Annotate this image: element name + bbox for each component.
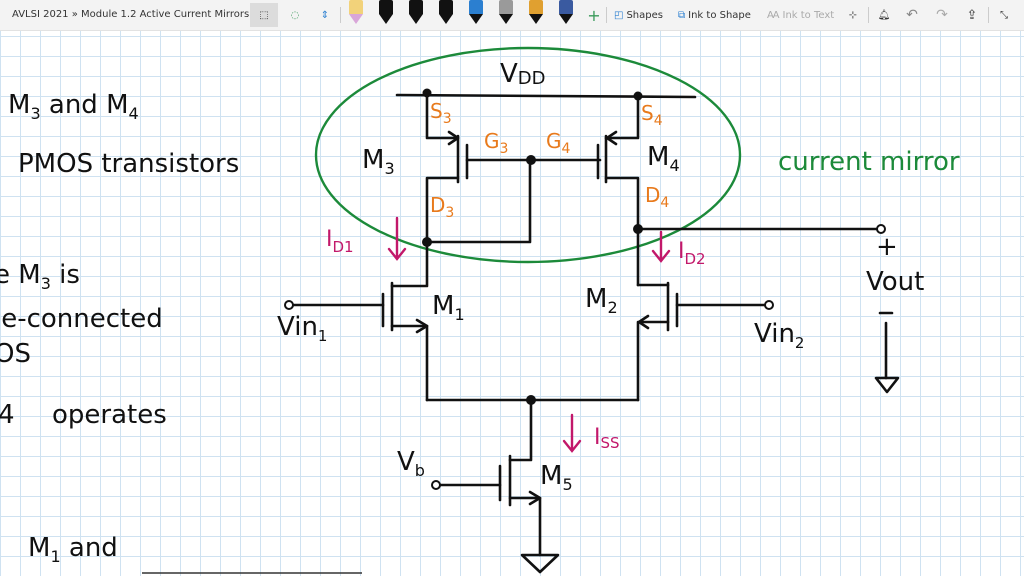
vin1-label: Vin1 — [277, 312, 327, 345]
shapes-button[interactable]: ◰Shapes — [614, 9, 663, 21]
vin2-label: Vin2 — [754, 319, 804, 352]
d4-label: D4 — [645, 183, 669, 211]
iss-label: ISS — [594, 425, 620, 452]
redo-icon: ↷ — [936, 7, 948, 23]
redo-button[interactable]: ↷ — [933, 3, 951, 27]
share-icon: ⇪ — [966, 7, 978, 23]
ink-drawing: M3 and M4 PMOS transistors e M3 is le-co… — [0, 46, 960, 574]
s3-label: S3 — [430, 99, 452, 127]
add-pen-button[interactable]: + — [587, 5, 601, 25]
vdd-label: VDD — [500, 59, 546, 89]
lasso-add-icon: ◌ — [290, 9, 300, 21]
current-mirror-ellipse — [314, 46, 742, 264]
ruler-button[interactable]: ⊹ — [844, 3, 862, 27]
note-line-7: M1 and — [28, 533, 118, 566]
vout-label: Vout — [866, 267, 924, 297]
id1-label: ID1 — [326, 227, 354, 256]
pen-tool-3[interactable] — [409, 0, 423, 26]
lasso-select-button[interactable]: ⬚ — [250, 3, 278, 27]
pen-icon — [469, 0, 483, 14]
ink-to-shape-icon: ⧉ — [678, 9, 686, 21]
pen-icon — [559, 0, 573, 14]
undo-button[interactable]: ↶ — [903, 3, 921, 27]
m1-label: M1 — [432, 291, 465, 324]
current-arrows — [387, 216, 671, 453]
toolbar: AVLSI 2021 » Module 1.2 Active Current M… — [0, 0, 1024, 31]
pen-tool-5[interactable] — [469, 0, 483, 26]
g4-label: G4 — [546, 129, 571, 157]
pen-tool-7[interactable] — [529, 0, 543, 26]
ruler-icon: ⊹ — [848, 9, 858, 21]
share-button[interactable]: ⇪ — [963, 3, 981, 27]
pen-tool-1[interactable] — [349, 0, 363, 26]
g3-label: G3 — [484, 129, 508, 157]
m2-label: M2 — [585, 284, 618, 317]
pen-tool-4[interactable] — [439, 0, 453, 26]
insert-space-button[interactable]: ⇕ — [314, 3, 336, 27]
note-line-2: PMOS transistors — [18, 149, 239, 179]
note-line-3: e M3 is — [0, 260, 80, 293]
note-line-5: OS — [0, 339, 31, 369]
note-line-4: le-connected — [0, 304, 163, 334]
vout-plus: + — [876, 232, 898, 262]
pen-tool-6[interactable] — [499, 0, 513, 26]
ink-to-shape-button[interactable]: ⧉Ink to Shape — [678, 9, 751, 21]
add-space-button[interactable]: ◌ — [284, 3, 306, 27]
pen-icon — [439, 0, 453, 14]
pen-tool-8[interactable] — [559, 0, 573, 26]
s4-label: S4 — [641, 101, 663, 129]
d3-label: D3 — [430, 193, 454, 221]
collapse-button[interactable]: ⤡ — [995, 3, 1013, 27]
terminals — [284, 224, 886, 490]
ink-to-text-icon: Ꜳ — [767, 9, 780, 21]
current-mirror-annotation: current mirror — [778, 147, 960, 177]
m3-label: M3 — [362, 145, 395, 178]
pen-icon — [349, 0, 363, 14]
pen-icon — [529, 0, 543, 14]
note-line-1: M3 and M4 — [8, 90, 139, 123]
pen-icon — [409, 0, 423, 14]
insert-space-icon: ⇕ — [320, 9, 330, 21]
shapes-icon: ◰ — [614, 9, 624, 21]
bell-icon: 🔔︎ — [877, 9, 891, 21]
window-title: AVLSI 2021 » Module 1.2 Active Current M… — [12, 9, 250, 20]
junction-dots — [422, 88, 643, 405]
notifications-button[interactable]: 🔔︎ — [875, 3, 893, 27]
pen-icon — [499, 0, 513, 14]
id2-label: ID2 — [678, 239, 706, 268]
pen-icon — [379, 0, 393, 14]
collapse-icon: ⤡ — [1000, 9, 1008, 21]
undo-icon: ↶ — [906, 7, 918, 23]
m5-label: M5 — [540, 461, 573, 494]
pen-tool-2[interactable] — [379, 0, 393, 26]
lasso-select-icon: ⬚ — [259, 9, 269, 21]
vb-label: Vb — [397, 447, 425, 480]
notebook-canvas[interactable]: M3 and M4 PMOS transistors e M3 is le-co… — [0, 31, 1024, 576]
m4-label: M4 — [647, 142, 680, 175]
